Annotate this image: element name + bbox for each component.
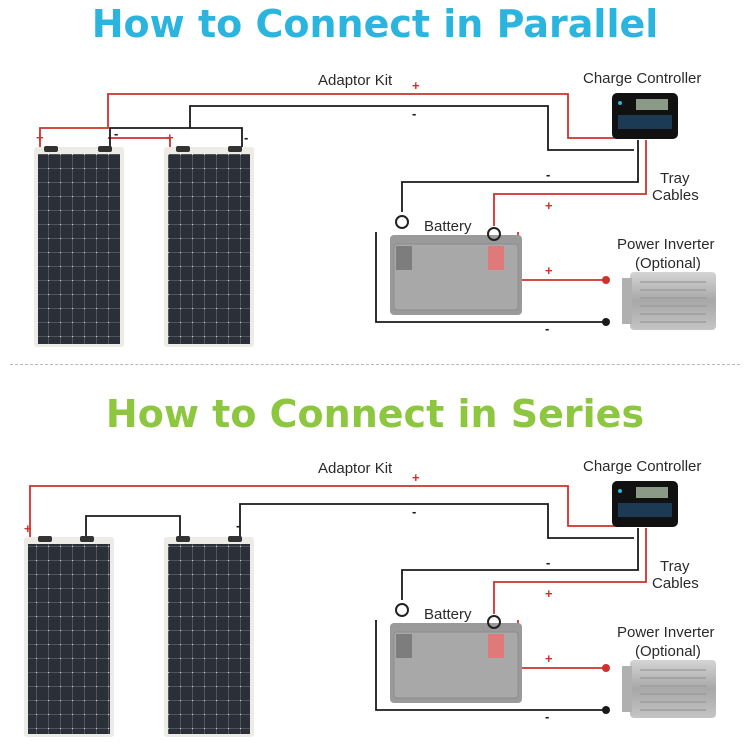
parallel-tray-minus: -: [546, 167, 550, 182]
series-battery: [390, 603, 522, 703]
section-divider: [10, 364, 740, 365]
parallel-cables-label: Cables: [652, 187, 699, 204]
parallel-positive-branch: [108, 137, 171, 147]
series-tray-minus: -: [546, 555, 550, 570]
parallel-solar-panel-right: [164, 146, 254, 347]
series-title: How to Connect in Series: [105, 392, 645, 436]
parallel-inverter-minus: -: [545, 321, 549, 336]
series-panel2-minus: -: [236, 518, 240, 533]
parallel-tray-plus: +: [545, 198, 553, 213]
parallel-negative-branch: [109, 127, 190, 147]
series-optional-label: (Optional): [635, 643, 701, 660]
series-solar-panel-left: [24, 536, 114, 737]
parallel-inverter-label: Power Inverter: [617, 236, 715, 253]
parallel-power-inverter: [602, 272, 716, 330]
parallel-battery: [390, 215, 522, 315]
parallel-inverter-positive: [517, 232, 606, 281]
series-tray-plus: +: [545, 586, 553, 601]
series-diagram: Adaptor Kit Charge Controller Tray Cable…: [24, 458, 716, 737]
parallel-charge-controller: [612, 93, 678, 139]
series-positive-wire: [29, 485, 630, 537]
parallel-panel1-minus: -: [114, 126, 118, 141]
parallel-panel2-plus: +: [166, 130, 174, 145]
series-panel1-plus: +: [24, 521, 32, 536]
series-tray-positive: [493, 528, 647, 614]
series-adaptor-kit-label: Adaptor Kit: [318, 460, 393, 477]
parallel-panel2-minus: -: [244, 130, 248, 145]
series-solar-panel-right: [164, 536, 254, 737]
series-adaptor-minus: -: [412, 504, 416, 519]
series-battery-label: Battery: [424, 606, 472, 623]
parallel-tray-label: Tray: [660, 170, 690, 187]
parallel-inverter-plus: +: [545, 263, 553, 278]
series-charge-controller: [612, 481, 678, 527]
parallel-tray-negative: [401, 140, 639, 212]
parallel-charge-controller-label: Charge Controller: [583, 70, 701, 87]
series-cables-label: Cables: [652, 575, 699, 592]
parallel-tray-positive: [493, 140, 647, 226]
series-inverter-label: Power Inverter: [617, 624, 715, 641]
parallel-adaptor-minus: -: [412, 106, 416, 121]
series-charge-controller-label: Charge Controller: [583, 458, 701, 475]
parallel-diagram: Adaptor Kit Charge Controller Tray Cable…: [34, 70, 716, 347]
series-adaptor-plus: +: [412, 470, 420, 485]
series-negative-wire: [239, 503, 634, 539]
parallel-solar-panel-left: [34, 146, 124, 347]
parallel-optional-label: (Optional): [635, 255, 701, 272]
series-link-wire: [85, 515, 181, 537]
series-inverter-positive: [517, 620, 606, 669]
parallel-negative-wire: [189, 105, 634, 151]
series-inverter-plus: +: [545, 651, 553, 666]
parallel-panel1-plus: +: [36, 130, 44, 145]
parallel-inverter-negative: [375, 232, 606, 323]
parallel-battery-label: Battery: [424, 218, 472, 235]
series-inverter-minus: -: [545, 709, 549, 724]
parallel-positive-wire: [39, 93, 630, 147]
series-tray-negative: [401, 528, 639, 600]
series-inverter-negative: [375, 620, 606, 711]
parallel-adaptor-plus: +: [412, 78, 420, 93]
parallel-adaptor-kit-label: Adaptor Kit: [318, 72, 393, 89]
series-tray-label: Tray: [660, 558, 690, 575]
series-power-inverter: [602, 660, 716, 718]
parallel-title: How to Connect in Parallel: [91, 2, 659, 46]
